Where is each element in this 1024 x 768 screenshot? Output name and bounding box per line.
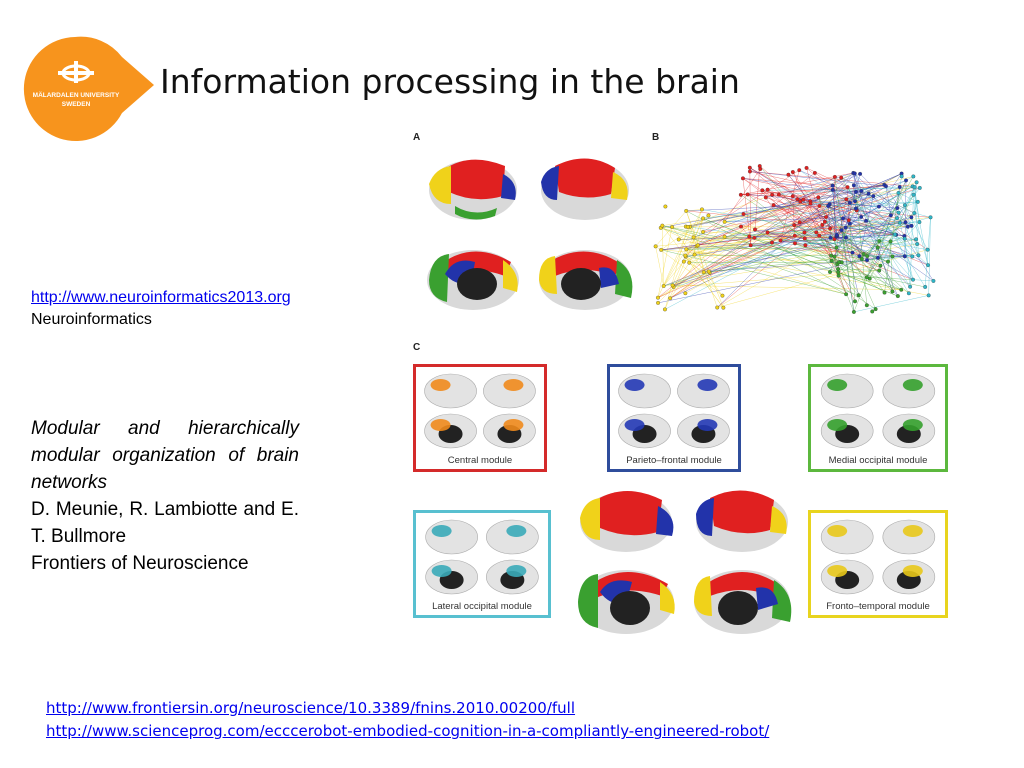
network-nodes: [653, 164, 936, 314]
paper-authors: D. Meunie, R. Lambiotte and E. T. Bullmo…: [31, 499, 299, 547]
overview-lateral-left: [580, 491, 674, 552]
frontiersin-link[interactable]: http://www.frontiersin.org/neuroscience/…: [46, 699, 576, 717]
module-brain: [424, 413, 477, 449]
module-label-lateral-occipital: Lateral occipital module: [432, 601, 532, 612]
module-fronto-temporal-brains: [820, 519, 936, 595]
logo-line-2: SWEDEN: [62, 101, 91, 108]
module-brain: [424, 373, 477, 409]
panel-letter-c: C: [413, 342, 421, 353]
bottom-links: http://www.frontiersin.org/neuroscience/…: [46, 697, 769, 743]
panel-b-network-graph: [653, 164, 936, 314]
central-overview-brains: [578, 490, 792, 634]
overview-medial-right: [694, 570, 792, 634]
module-brain: [483, 373, 536, 409]
module-lateral-occipital-brains: [425, 519, 539, 595]
panel-letter-b: B: [652, 132, 660, 143]
citation-block: Modular and hierarchically modular organ…: [31, 415, 299, 577]
module-label-parieto-frontal: Parieto–frontal module: [626, 455, 722, 466]
module-brain: [618, 373, 671, 409]
module-label-medial-occipital: Medial occipital module: [828, 455, 928, 466]
brain-network-figure: A B C: [400, 124, 960, 644]
module-brain: [882, 373, 936, 409]
university-logo: MÄLARDALEN UNIVERSITY SWEDEN: [22, 35, 164, 141]
module-brain: [677, 413, 730, 449]
module-brain: [483, 413, 536, 449]
reference-caption: Neuroinformatics: [31, 311, 152, 328]
module-label-central: Central module: [447, 455, 513, 466]
module-box-parieto-frontal: Parieto–frontal module: [607, 364, 741, 472]
brain-lateral-right: [541, 158, 629, 220]
module-brain: [820, 559, 874, 595]
module-brain: [820, 373, 874, 409]
module-brain: [425, 519, 478, 555]
module-brain: [882, 413, 936, 449]
network-edges: [655, 165, 934, 313]
module-brain: [820, 413, 874, 449]
module-brain: [618, 413, 671, 449]
logo-line-1: MÄLARDALEN UNIVERSITY: [33, 91, 120, 99]
brain-lateral-left: [429, 159, 517, 220]
module-brain: [486, 519, 539, 555]
module-box-central: Central module: [413, 364, 547, 472]
overview-medial-left: [578, 570, 675, 634]
module-parieto-frontal-brains: [618, 373, 730, 449]
panel-a-brains: [427, 158, 633, 310]
module-central-brains: [424, 373, 536, 449]
panel-letter-a: A: [413, 132, 421, 143]
brain-medial-right: [539, 250, 633, 310]
module-brain: [882, 519, 936, 555]
neuroinformatics-link[interactable]: http://www.neuroinformatics2013.org: [31, 289, 291, 306]
paper-title: Modular and hierarchically modular organ…: [31, 418, 299, 493]
module-box-lateral-occipital: Lateral occipital module: [413, 510, 551, 618]
page-title: Information processing in the brain: [160, 62, 740, 101]
module-medial-occipital-brains: [820, 373, 936, 449]
module-label-fronto-temporal: Fronto–temporal module: [826, 601, 930, 612]
module-box-medial-occipital: Medial occipital module: [808, 364, 948, 472]
scienceprog-link[interactable]: http://www.scienceprog.com/ecccerobot-em…: [46, 722, 770, 740]
overview-lateral-right: [696, 490, 788, 552]
module-brain: [677, 373, 730, 409]
module-box-fronto-temporal: Fronto–temporal module: [808, 510, 948, 618]
module-brain: [425, 559, 478, 595]
module-brain: [820, 519, 874, 555]
module-brain: [882, 559, 936, 595]
paper-journal: Frontiers of Neuroscience: [31, 553, 249, 574]
brain-medial-left: [427, 250, 519, 310]
reference-block: http://www.neuroinformatics2013.org Neur…: [31, 287, 291, 331]
module-brain: [486, 559, 539, 595]
